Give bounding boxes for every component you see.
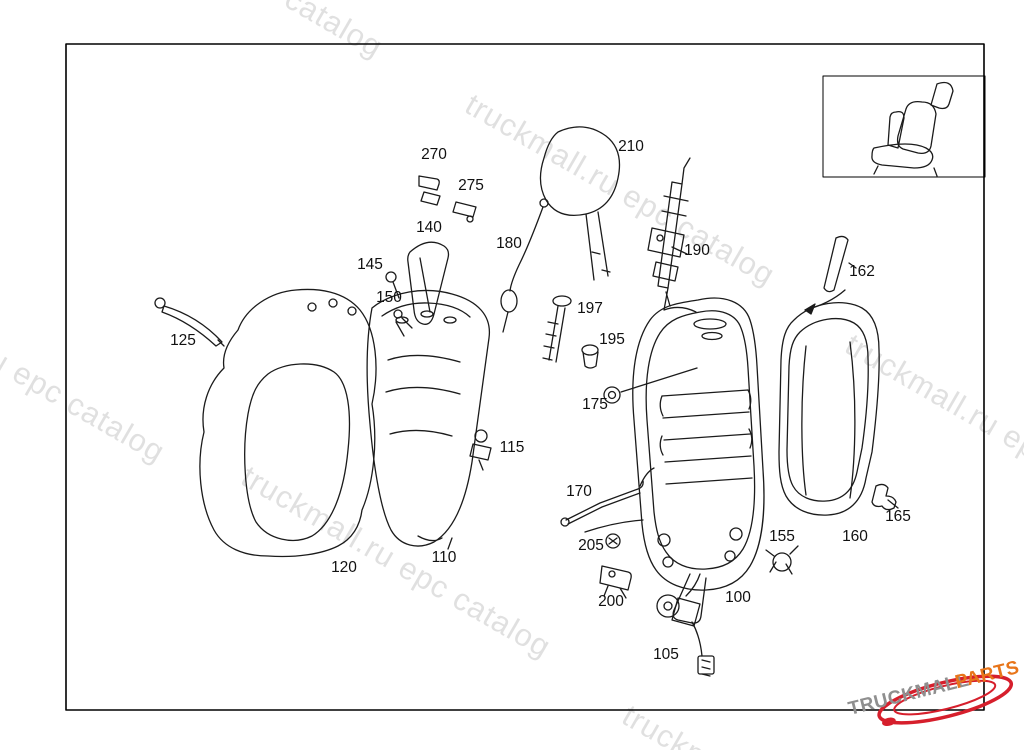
part-label-165: 165 xyxy=(885,508,911,525)
truckmall-logo: TRUCKMALL PARTS xyxy=(845,650,1024,750)
part-label-210: 210 xyxy=(618,138,644,155)
disc-175-drawing xyxy=(603,367,698,404)
bracket-115-drawing xyxy=(469,429,492,471)
seat-frame-100-drawing xyxy=(632,297,765,624)
back-shell-160-drawing xyxy=(778,302,880,516)
part-label-180: 180 xyxy=(496,235,522,252)
part-label-150: 150 xyxy=(376,289,402,306)
logo-ellipse-outer xyxy=(877,674,1014,725)
guide-sleeve-140-drawing xyxy=(407,241,450,325)
screw-165-drawing xyxy=(871,483,899,511)
bracket-200-drawing xyxy=(599,565,632,599)
headrest-drawing xyxy=(539,126,621,281)
part-label-105: 105 xyxy=(653,646,679,663)
part-label-195: 195 xyxy=(599,331,625,348)
lever-170-drawing xyxy=(560,467,655,533)
part-label-275: 275 xyxy=(458,177,484,194)
part-label-120: 120 xyxy=(331,559,357,576)
part-label-197: 197 xyxy=(577,300,603,317)
part-label-200: 200 xyxy=(598,593,624,610)
back-panel-110-drawing xyxy=(366,289,491,550)
part-label-170: 170 xyxy=(566,483,592,500)
part-label-160: 160 xyxy=(842,528,868,545)
cable-drawing xyxy=(500,198,549,333)
part-label-175: 175 xyxy=(582,396,608,413)
logo-art: TRUCKMALL PARTS xyxy=(846,657,1022,727)
diagram-border xyxy=(65,43,985,711)
part-label-110: 110 xyxy=(431,549,457,566)
part-label-145: 145 xyxy=(357,256,383,273)
rod-125-drawing xyxy=(154,297,225,347)
motor-105-drawing xyxy=(656,573,715,677)
part-label-140: 140 xyxy=(416,219,442,236)
clip-275-drawing xyxy=(452,201,477,223)
part-label-155: 155 xyxy=(769,528,795,545)
bracket-190-drawing xyxy=(647,157,697,313)
clip-270-drawing xyxy=(418,175,441,206)
part-label-270: 270 xyxy=(421,146,447,163)
part-label-100: 100 xyxy=(725,589,751,606)
leader-lines xyxy=(665,262,857,307)
part-label-115: 115 xyxy=(499,439,525,456)
part-label-190: 190 xyxy=(684,242,710,259)
bracket-155-drawing xyxy=(765,545,799,575)
part-label-162: 162 xyxy=(849,263,875,280)
part-label-125: 125 xyxy=(170,332,196,349)
logo-comet xyxy=(882,717,896,727)
seat-thumbnail-inset xyxy=(822,75,986,178)
part-150-drawing xyxy=(393,309,413,337)
bolt-145-drawing xyxy=(385,271,400,299)
part-label-205: 205 xyxy=(578,537,604,554)
grommet-195-drawing xyxy=(581,344,599,369)
screw-197-drawing xyxy=(542,295,572,363)
disc-205-drawing xyxy=(605,533,621,549)
cushion-120-drawing xyxy=(199,288,377,558)
logo-text-truckmall: TRUCKMALL xyxy=(846,670,971,720)
logo-ellipse-inner xyxy=(893,679,997,716)
